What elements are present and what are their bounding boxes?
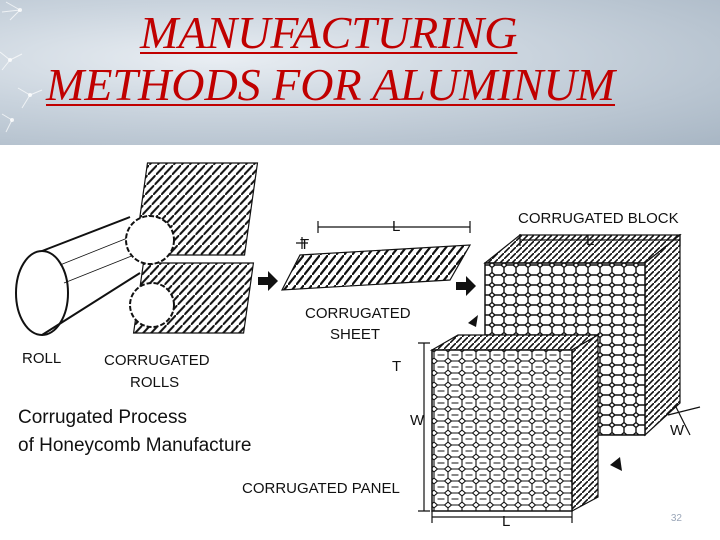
dandelion-decoration-icon [0,1,43,133]
roll-illustration [15,216,141,336]
page-number: 32 [670,513,682,524]
label-roll: ROLL [22,350,61,367]
process-arrow-1 [258,271,278,291]
dim-l-panel: L [502,513,510,530]
honeycomb-process-diagram: ROLL CORRUGATED ROLLS Corrugated Process… [15,162,701,530]
label-corrugated-rolls-2: ROLLS [130,374,179,391]
dim-t-sheet: T [300,236,309,253]
dim-l-sheet: L [392,218,400,235]
label-panel: CORRUGATED PANEL [242,480,400,497]
label-corrugated-rolls-1: CORRUGATED [104,352,210,369]
dim-w-panel: W [410,412,425,429]
dim-w-block: W [670,422,685,439]
corrugated-rolls-illustration [125,162,259,334]
dim-t-panel: T [392,358,401,375]
process-arrow-2 [456,276,476,296]
corrugated-sheet-illustration [280,221,472,291]
label-block: CORRUGATED BLOCK [518,210,679,227]
label-sheet-1: CORRUGATED [305,305,411,322]
corrugated-panel-illustration [418,315,622,523]
dim-l-block: L [586,232,594,249]
slide-title-line-2: METHODS FOR ALUMINUM [46,59,616,110]
label-process-line-2: of Honeycomb Manufacture [18,435,251,456]
label-process-line-1: Corrugated Process [18,407,187,428]
slide-header: MANUFACTURING METHODS FOR ALUMINUM [0,0,720,145]
slide-title-line-1: MANUFACTURING [140,7,518,58]
label-sheet-2: SHEET [330,326,380,343]
